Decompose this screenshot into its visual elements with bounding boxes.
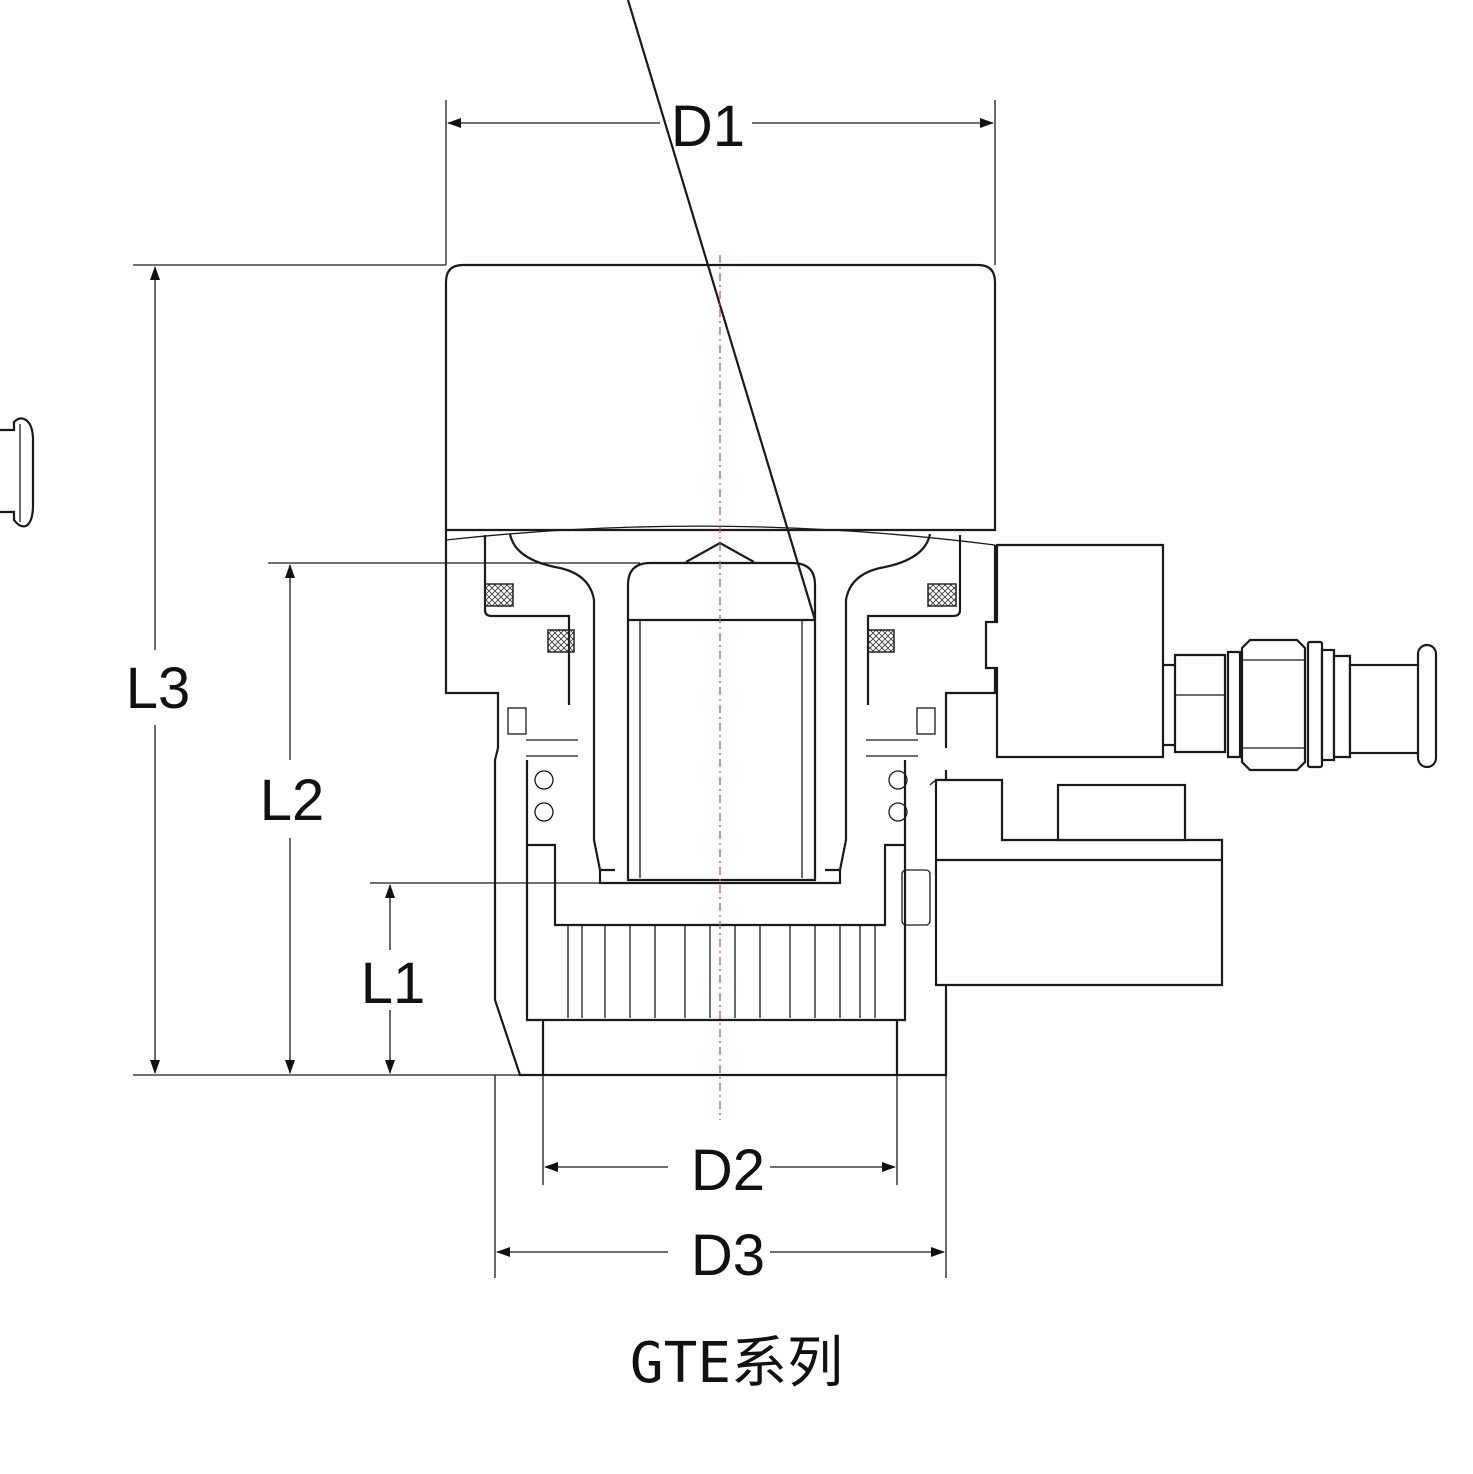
dimension-d3: D3 bbox=[496, 1223, 945, 1288]
upper-housing bbox=[444, 0, 997, 882]
label-l1: L1 bbox=[361, 951, 426, 1016]
label-d1: D1 bbox=[671, 94, 745, 159]
valve-block bbox=[984, 543, 1438, 772]
seal-ring bbox=[484, 583, 514, 607]
seal-ring bbox=[927, 583, 957, 607]
label-d3: D3 bbox=[691, 1223, 765, 1288]
dimension-l1: L1 bbox=[361, 884, 426, 1074]
dimension-d2: D2 bbox=[544, 1138, 896, 1203]
label-d2: D2 bbox=[691, 1138, 765, 1203]
label-l2: L2 bbox=[260, 768, 325, 833]
base-block bbox=[929, 778, 1224, 987]
gear-teeth bbox=[567, 925, 876, 1018]
dimension-d1: D1 bbox=[447, 94, 994, 159]
dimension-l2: L2 bbox=[260, 564, 325, 1074]
dimension-l3: L3 bbox=[126, 266, 191, 1074]
seal-ring bbox=[547, 629, 575, 653]
label-l3: L3 bbox=[126, 656, 191, 721]
extension-lines bbox=[133, 100, 996, 1278]
partial-fitting-left bbox=[0, 417, 35, 528]
seal-ring bbox=[867, 629, 895, 653]
caption: GTE系列 bbox=[629, 1331, 844, 1396]
